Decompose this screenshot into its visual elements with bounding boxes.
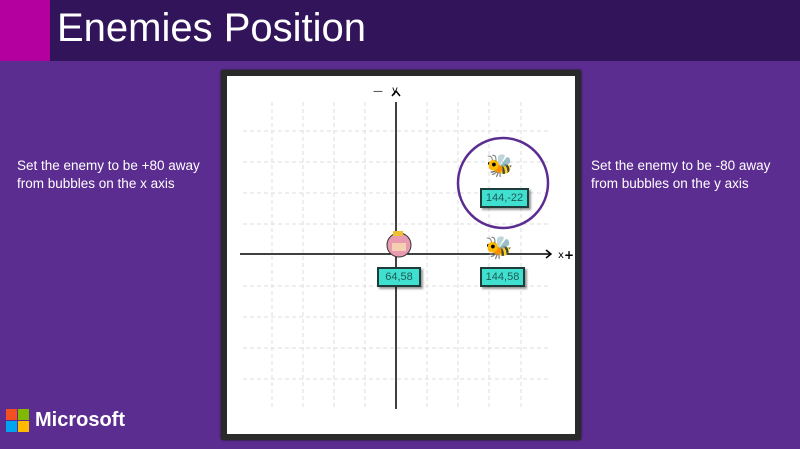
accent-block bbox=[0, 0, 50, 61]
enemy-position-label-highlighted: 144,-22 bbox=[480, 188, 529, 208]
bee-icon: 🐝 bbox=[486, 153, 514, 178]
y-minus-sign: — bbox=[373, 86, 383, 97]
windows-logo-icon bbox=[6, 409, 29, 432]
enemy-position-label: 144,58 bbox=[480, 267, 525, 287]
microsoft-logo: Microsoft bbox=[6, 409, 125, 432]
y-axis-label: y bbox=[392, 85, 398, 96]
highlight-circle bbox=[456, 136, 550, 230]
player-sprite-bubbles bbox=[386, 231, 412, 258]
x-axis-label: x bbox=[558, 250, 564, 261]
bee-icon: 🐝 bbox=[485, 235, 513, 260]
title-bar bbox=[0, 0, 800, 61]
left-note: Set the enemy to be +80 away from bubble… bbox=[17, 158, 200, 191]
x-axis-arrow bbox=[545, 249, 553, 259]
logo-text: Microsoft bbox=[35, 409, 125, 431]
right-note: Set the enemy to be -80 away from bubble… bbox=[591, 158, 771, 191]
x-plus-sign: + bbox=[564, 248, 574, 262]
slide-title: Enemies Position bbox=[57, 6, 367, 50]
player-position-label: 64,58 bbox=[377, 267, 421, 287]
y-axis-arrow bbox=[391, 89, 401, 97]
